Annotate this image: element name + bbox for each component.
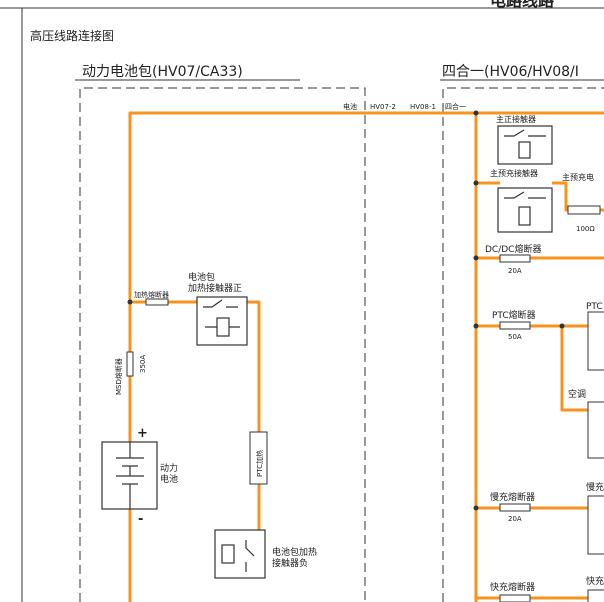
heating-relay-pos-switch	[203, 299, 238, 308]
msd-fuse-symbol	[126, 351, 134, 377]
battery-plus-sign: +	[137, 426, 148, 441]
battery-minus-sign: -	[138, 512, 143, 527]
fast-charge-device-box	[587, 589, 604, 602]
connector-battery-label: 电池	[343, 102, 357, 111]
section-title: 高压线路连接图	[30, 28, 114, 43]
precharge-contactor	[497, 187, 553, 233]
ac-device-box	[587, 401, 604, 459]
dcdc-fuse-symbol	[499, 254, 531, 263]
ptc-fuse-symbol	[499, 321, 531, 330]
main-pos-contactor-coil	[518, 141, 531, 159]
battery-label-2: 电池	[160, 473, 178, 485]
precharge-resistor-value: 100Ω	[576, 225, 595, 233]
heating-relay-neg-switch	[245, 540, 255, 572]
battery-cells	[116, 442, 144, 509]
precharge-contactor-label: 主预充接触器	[490, 168, 538, 178]
connector-hv08-label: HV08-1	[410, 103, 436, 111]
heating-relay-pos	[196, 296, 248, 346]
fast-charge-fuse-label: 快充熔断器	[490, 581, 535, 593]
precharge-contactor-switch	[504, 191, 546, 199]
four-in-one-boundary	[442, 87, 604, 602]
junction-dot	[559, 323, 565, 329]
slow-charge-device-label: 慢充	[586, 481, 604, 493]
slow-charge-device-box	[587, 495, 604, 555]
four-in-one-title: 四合一(HV06/HV08/I	[442, 64, 579, 80]
connector-four-in-one-label: 四合一	[445, 102, 466, 111]
heating-relay-pos-label-2: 加热接触器正	[188, 282, 242, 294]
slow-charge-fuse-symbol	[499, 503, 531, 512]
slow-charge-fuse-rating: 20A	[508, 515, 522, 523]
junction-dots	[127, 110, 565, 511]
ptc-fuse-label: PTC熔断器	[492, 309, 536, 321]
slow-charge-fuse-label: 慢充熔断器	[490, 491, 535, 503]
battery-pack-boundary	[79, 87, 366, 602]
junction-dot	[473, 255, 479, 261]
heating-relay-neg	[214, 529, 266, 579]
msd-fuse-rating: 350A	[139, 355, 147, 373]
ptc-fuse-rating: 50A	[508, 333, 522, 341]
connector-hv07-label: HV07-2	[370, 103, 396, 111]
main-pos-contactor-switch	[504, 129, 546, 137]
header-banner: 电路线路	[490, 0, 555, 10]
fast-charge-fuse-symbol	[499, 594, 531, 602]
junction-dot	[473, 505, 479, 511]
fast-charge-device-label: 快充	[586, 575, 604, 587]
heating-relay-pos-box	[196, 296, 248, 346]
dcdc-fuse-label: DC/DC熔断器	[485, 243, 541, 255]
ac-device-label: 空调	[568, 388, 586, 400]
precharge-resistor-symbol	[567, 205, 601, 215]
junction-dot	[473, 180, 479, 186]
heating-relay-pos-coil	[216, 317, 230, 337]
junction-dot	[473, 323, 479, 329]
ptc-heater-label: PTC加热	[255, 450, 264, 477]
ptc-heater-symbol	[249, 431, 268, 485]
battery-pack-title: 动力电池包(HV07/CA33)	[82, 64, 243, 80]
main-pos-contactor-label: 主正接触器	[496, 114, 536, 124]
precharge-contactor-coil	[518, 206, 531, 226]
heating-relay-pos-label-1: 电池包	[188, 271, 215, 283]
junction-dot	[473, 110, 479, 116]
heating-relay-neg-coil	[221, 544, 235, 564]
main-positive-wire	[128, 111, 604, 602]
junction-dot	[127, 299, 133, 305]
battery-symbol	[101, 441, 158, 510]
heating-fuse-label: 加热熔断器	[134, 290, 169, 299]
ptc-device-box	[587, 311, 604, 371]
main-pos-contactor	[497, 125, 553, 165]
battery-label-1: 动力	[160, 462, 178, 474]
ptc-device-label: PTC	[586, 302, 603, 312]
heating-relay-neg-label-2: 接触器负	[272, 557, 308, 569]
hv-wiring	[128, 111, 604, 602]
heating-fuse-symbol	[145, 298, 169, 306]
connector-labels: 电池 HV07-2 HV08-1 四合一	[343, 102, 466, 111]
heating-relay-neg-label-1: 电池包加热	[272, 546, 317, 558]
msd-fuse-label: MSD熔断器	[114, 358, 123, 395]
precharge-resistor-label: 主预充电	[562, 172, 594, 182]
dcdc-fuse-rating: 20A	[508, 267, 522, 275]
